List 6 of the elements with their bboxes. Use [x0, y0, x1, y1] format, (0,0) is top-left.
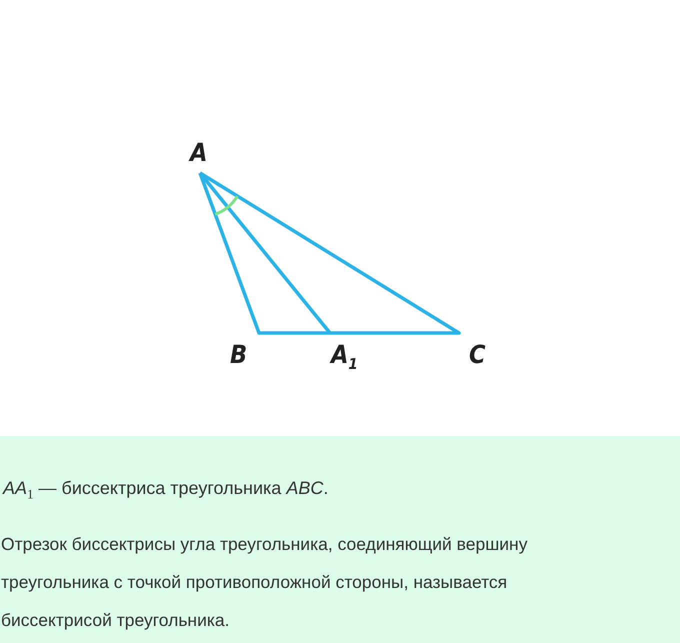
vertex-label: B	[230, 342, 248, 367]
definition-text: AA$_{1}$ — биссектриса треугольника ABC.	[3, 478, 328, 503]
vertex-label: C	[469, 342, 486, 367]
definition-paragraph: Отрезок биссектрисы угла треугольника, соединяющий вершину треугольника с точкой противоположной стороны, называется биссектрисой треугольника.	[1, 533, 528, 632]
vertex-label: A$_{1}$	[331, 342, 358, 372]
vertex-label: A	[190, 140, 208, 165]
